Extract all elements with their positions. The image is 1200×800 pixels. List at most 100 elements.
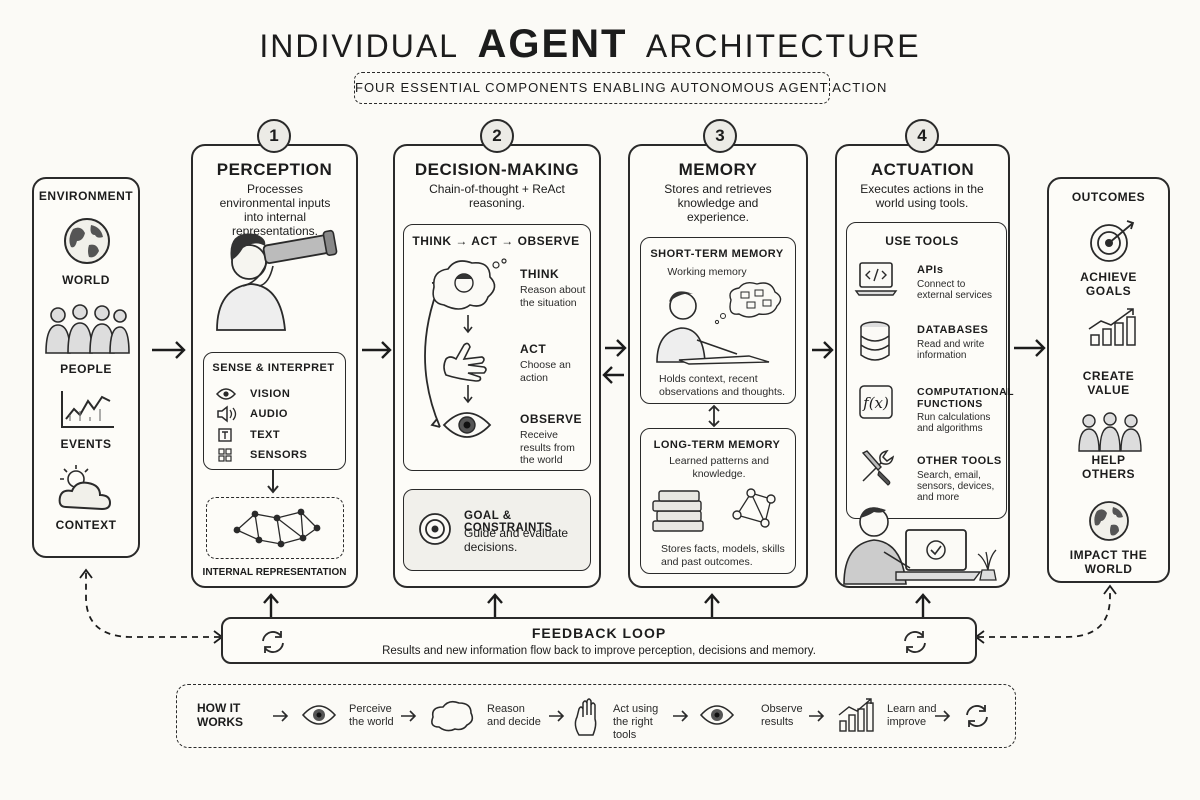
goal-title: GOAL & CONSTRAINTS [464, 510, 553, 534]
actuation-heading: ACTUATION [870, 160, 975, 179]
sensors-grid-icon [218, 448, 232, 462]
growth-bars-icon [1088, 308, 1136, 346]
step-act-title: ACT [520, 342, 547, 356]
eye-icon [215, 388, 237, 400]
down-arrow-1 [463, 315, 473, 334]
how-step-act: Act using the right tools [613, 703, 659, 741]
tool-other-text: Search, email, sensors, devices, and mor… [917, 470, 995, 503]
environment-heading: ENVIRONMENT [38, 189, 134, 203]
think-act-observe-box: THINK → ACT → OBSERVE THINK Reason about… [403, 224, 591, 471]
long-term-memory-box: LONG-TERM MEMORY Learned patterns and kn… [640, 428, 796, 574]
internal-representation-label: INTERNAL REPRESENTATION [202, 567, 347, 578]
how-step-learn: Learn and improve [887, 703, 937, 728]
feedback-text: Results and new information flow back to… [382, 645, 816, 657]
people-icon [45, 304, 130, 354]
memory-network-icon [732, 488, 776, 528]
step-observe-text: Receive results from the world [520, 429, 575, 466]
feedback-title: FEEDBACK LOOP [531, 625, 667, 641]
refresh-icon-left [262, 631, 284, 653]
how-observe-eye-icon [699, 705, 735, 725]
feedback-loop-panel: FEEDBACK LOOP Results and new informatio… [221, 617, 977, 664]
memory-bidirectional-arrow [708, 404, 720, 428]
environment-item-people: PEOPLE [60, 362, 112, 376]
loop-heading: THINK → ACT → OBSERVE [412, 234, 580, 248]
tool-apis-text: Connect to external services [917, 279, 993, 301]
outcome-create-value: CREATE VALUE [1082, 369, 1135, 397]
cloud-sun-icon [58, 465, 112, 511]
how-refresh-icon [966, 705, 988, 727]
person-laptop-icon [843, 507, 997, 585]
actuation-number-badge: 4 [905, 119, 939, 153]
short-term-text: Holds context, recent observations and t… [659, 373, 786, 398]
sense-text: TEXT [250, 429, 281, 441]
sense-sensors: SENSORS [250, 449, 308, 461]
tool-apis-title: APIs [917, 264, 944, 276]
tool-computational-text: Run calculations and algorithms [917, 412, 991, 434]
think-bubble-icon [432, 258, 507, 310]
target-icon [419, 513, 451, 545]
perception-heading: PERCEPTION [216, 160, 333, 179]
environment-item-context: CONTEXT [55, 518, 117, 532]
how-thought-icon [431, 700, 474, 732]
hand-icon [443, 342, 487, 382]
goal-text: Guide and evaluate decisions. [464, 526, 569, 554]
events-chart-icon [61, 391, 114, 428]
outcomes-heading: OUTCOMES [1071, 190, 1146, 204]
environment-item-events: EVENTS [60, 437, 112, 451]
function-icon: f(x) [859, 385, 893, 419]
sense-vision: VISION [250, 388, 291, 400]
wrench-screwdriver-icon [861, 449, 895, 486]
use-tools-box: USE TOOLS APIs Connect to external servi… [846, 222, 1014, 519]
title-part-3: ARCHITECTURE [645, 28, 921, 64]
how-step-reason: Reason and decide [487, 703, 541, 728]
title-part-2: AGENT [477, 22, 628, 66]
target-arrow-icon [1090, 220, 1135, 262]
internal-representation-box [206, 497, 344, 559]
globe-icon [64, 218, 110, 264]
decision-heading: DECISION-MAKING [414, 160, 580, 179]
step-observe-title: OBSERVE [520, 412, 582, 426]
earth-icon [1089, 501, 1129, 541]
observe-eye-icon [442, 412, 492, 438]
database-icon [860, 321, 890, 361]
step-think-text: Reason about the situation [520, 284, 586, 309]
short-term-sub: Working memory [667, 266, 747, 278]
decision-description: Chain-of-thought + ReAct reasoning. [429, 182, 565, 210]
text-icon [218, 428, 232, 442]
long-term-title: LONG-TERM MEMORY [653, 439, 781, 451]
goal-constraints-box: GOAL & CONSTRAINTS Guide and evaluate de… [403, 489, 591, 571]
page-title: INDIVIDUAL AGENT ARCHITECTURE [0, 22, 1180, 67]
tools-heading: USE TOOLS [885, 234, 959, 248]
how-it-works-strip: HOW IT WORKS Perceive the world Reason a… [176, 684, 1016, 748]
how-eye-icon [301, 705, 337, 725]
how-hand-icon [574, 698, 597, 736]
how-growth-icon [838, 698, 874, 732]
short-term-memory-box: SHORT-TERM MEMORY Working memory Holds c… [640, 237, 796, 404]
environment-panel: ENVIRONMENT WORLD PEOPLE EVENTS CONTEXT [32, 177, 140, 558]
speaker-icon [217, 405, 237, 423]
memory-heading: MEMORY [678, 160, 758, 179]
environment-item-world: WORLD [62, 273, 110, 287]
code-laptop-icon [854, 262, 898, 296]
tool-databases-title: DATABASES [917, 324, 989, 336]
step-think-title: THINK [520, 267, 560, 281]
sense-interpret-box: SENSE & INTERPRET VISION AUDIO TEXT SENS… [203, 352, 346, 470]
down-arrow-2 [463, 385, 473, 404]
outcome-impact-world: IMPACT THE WORLD [1069, 548, 1148, 576]
title-part-1: INDIVIDUAL [259, 28, 459, 64]
outcomes-panel: OUTCOMES ACHIEVE GOALS CREATE VALUE HELP… [1047, 177, 1170, 583]
how-step-observe: Observe results [761, 703, 803, 728]
subtitle: FOUR ESSENTIAL COMPONENTS ENABLING AUTON… [355, 80, 888, 95]
student-writing-icon [656, 281, 782, 365]
memory-number-badge: 3 [703, 119, 737, 153]
actuation-description: Executes actions in the world using tool… [860, 182, 984, 210]
long-term-text: Stores facts, models, skills and past ou… [661, 543, 785, 568]
helping-people-icon [1078, 412, 1142, 452]
tool-computational-title: COMPUTATIONAL FUNCTIONS [917, 386, 1014, 410]
long-term-sub: Learned patterns and knowledge. [669, 455, 769, 480]
how-label: HOW IT WORKS [197, 701, 243, 729]
outcome-achieve-goals: ACHIEVE GOALS [1080, 270, 1137, 298]
how-arrows [273, 710, 951, 722]
perception-internal-arrow [267, 470, 279, 494]
